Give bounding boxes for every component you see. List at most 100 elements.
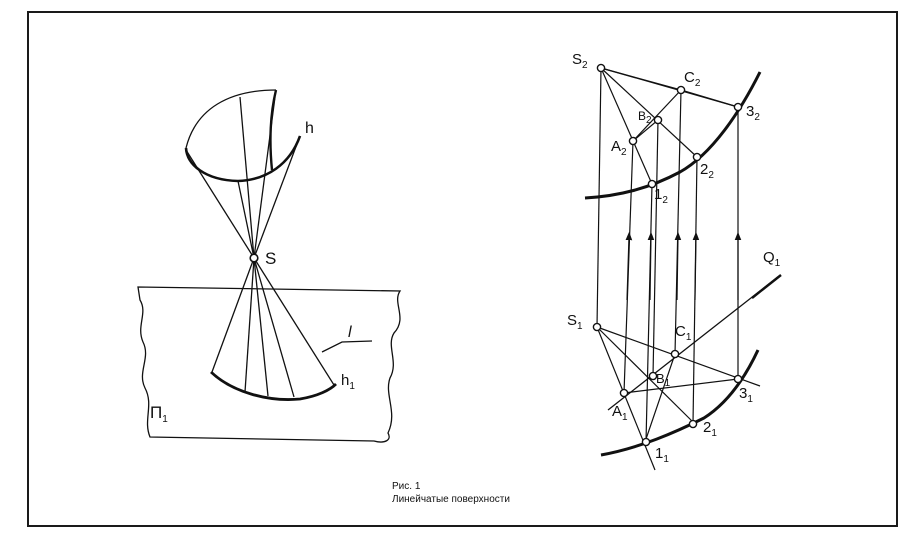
label-C1-sub: 1 bbox=[686, 332, 692, 343]
label-S: S bbox=[265, 249, 276, 268]
label-3-1-main: 3 bbox=[739, 385, 747, 402]
label-S2-sub: 2 bbox=[582, 60, 588, 71]
left-cone-figure bbox=[137, 89, 402, 443]
lower-generator-4 bbox=[253, 257, 295, 398]
A1-3-1-line bbox=[623, 378, 739, 394]
label-3-2-sub: 2 bbox=[754, 112, 760, 123]
label-Q1-main: Q bbox=[763, 249, 775, 266]
plane-outline bbox=[137, 286, 402, 443]
lower-generator-3 bbox=[253, 257, 269, 397]
label-B2: B2 bbox=[638, 109, 652, 126]
label-1-2: 12 bbox=[654, 186, 668, 206]
label-plane-sub: 1 bbox=[162, 414, 168, 425]
label-S2: S2 bbox=[572, 51, 588, 71]
upper-generator-4 bbox=[253, 96, 276, 259]
point-B2 bbox=[653, 115, 663, 125]
label-S1-sub: 1 bbox=[577, 321, 583, 332]
caption-title: Линейчатые поверхности bbox=[392, 494, 510, 505]
caption-figure-number: Рис. 1 bbox=[392, 481, 421, 492]
label-B1-main: B bbox=[656, 371, 665, 386]
S1-2-1 bbox=[596, 326, 696, 425]
label-h1: h1 bbox=[341, 372, 355, 392]
projection-line-B bbox=[652, 119, 659, 377]
label-A1-sub: 1 bbox=[622, 412, 628, 423]
upper-generator-1 bbox=[185, 149, 255, 259]
label-1-1-sub: 1 bbox=[663, 454, 669, 465]
point-C2 bbox=[676, 85, 686, 95]
apex-point bbox=[249, 253, 259, 263]
label-Q1-sub: 1 bbox=[775, 258, 781, 269]
lower-base-curve-h1 bbox=[210, 370, 337, 401]
point-3-2 bbox=[733, 102, 743, 112]
label-3-1: 31 bbox=[739, 385, 753, 405]
A2-B2 bbox=[632, 119, 659, 142]
point-S1 bbox=[592, 322, 602, 332]
label-B2-sub: 2 bbox=[646, 115, 652, 126]
label-2-2: 22 bbox=[700, 161, 714, 181]
label-A2-sub: 2 bbox=[621, 147, 627, 158]
S2-3-2 bbox=[600, 67, 739, 108]
label-h1-sub: 1 bbox=[349, 381, 355, 392]
label-A1: A1 bbox=[612, 403, 628, 423]
leader-l bbox=[321, 340, 373, 353]
projection-line-C bbox=[674, 89, 682, 355]
label-Q1: Q1 bbox=[763, 249, 781, 269]
label-S1-main: S bbox=[567, 312, 577, 329]
label-A1-main: A bbox=[612, 403, 622, 420]
label-h1-main: h bbox=[341, 372, 349, 389]
label-2-1-sub: 1 bbox=[711, 428, 717, 439]
figure-frame bbox=[27, 11, 898, 527]
point-1-1 bbox=[641, 437, 651, 447]
point-2-1 bbox=[688, 419, 698, 429]
label-2-2-main: 2 bbox=[700, 161, 708, 178]
label-C1-main: C bbox=[675, 323, 686, 340]
S2-2-2 bbox=[600, 67, 698, 158]
S2-1-2 bbox=[600, 67, 653, 185]
upper-rim bbox=[185, 89, 277, 149]
label-C2-main: C bbox=[684, 69, 695, 86]
point-B1 bbox=[648, 371, 658, 381]
point-C1 bbox=[670, 349, 680, 359]
upper-generator-3 bbox=[237, 180, 255, 259]
C2-A2 bbox=[632, 89, 682, 142]
label-C2: C2 bbox=[684, 69, 701, 89]
label-h: h bbox=[305, 120, 314, 137]
point-S2 bbox=[596, 63, 606, 73]
S1-3-1 bbox=[596, 326, 761, 387]
label-plane-main: П bbox=[150, 403, 162, 422]
label-S1: S1 bbox=[567, 312, 583, 332]
projection-line-2-arrow bbox=[692, 231, 700, 301]
projection-line-1 bbox=[645, 183, 653, 443]
label-2-1-main: 2 bbox=[703, 419, 711, 436]
label-1-1: 11 bbox=[655, 445, 669, 465]
lower-guide-curve bbox=[600, 349, 760, 457]
point-A2 bbox=[628, 136, 638, 146]
projection-line-C-arrow bbox=[674, 231, 682, 301]
label-A2: A2 bbox=[611, 138, 627, 158]
label-B1-sub: 1 bbox=[665, 378, 671, 389]
label-2-1: 21 bbox=[703, 419, 717, 439]
label-l: l bbox=[348, 324, 352, 341]
label-1-2-sub: 2 bbox=[662, 195, 668, 206]
label-3-2: 32 bbox=[746, 103, 760, 123]
trace-Q1-end bbox=[751, 274, 782, 299]
point-A1 bbox=[619, 388, 629, 398]
trace-Q1 bbox=[607, 275, 780, 411]
label-A2-main: A bbox=[611, 138, 621, 155]
lower-generator-2 bbox=[244, 257, 255, 393]
label-C2-sub: 2 bbox=[695, 78, 701, 89]
projection-line-1-arrow bbox=[647, 231, 655, 301]
label-plane: П1 bbox=[150, 403, 168, 425]
label-C1: C1 bbox=[675, 323, 692, 343]
upper-base-curve bbox=[184, 135, 302, 183]
label-B1: B1 bbox=[656, 371, 671, 389]
label-3-2-main: 3 bbox=[746, 103, 754, 120]
label-1-2-main: 1 bbox=[654, 186, 662, 203]
projection-line-A-arrow bbox=[625, 231, 633, 301]
point-3-1 bbox=[733, 374, 743, 384]
label-3-1-sub: 1 bbox=[747, 394, 753, 405]
upper-generator-2 bbox=[239, 96, 255, 259]
lower-generator-5 bbox=[253, 257, 335, 386]
label-1-1-main: 1 bbox=[655, 445, 663, 462]
